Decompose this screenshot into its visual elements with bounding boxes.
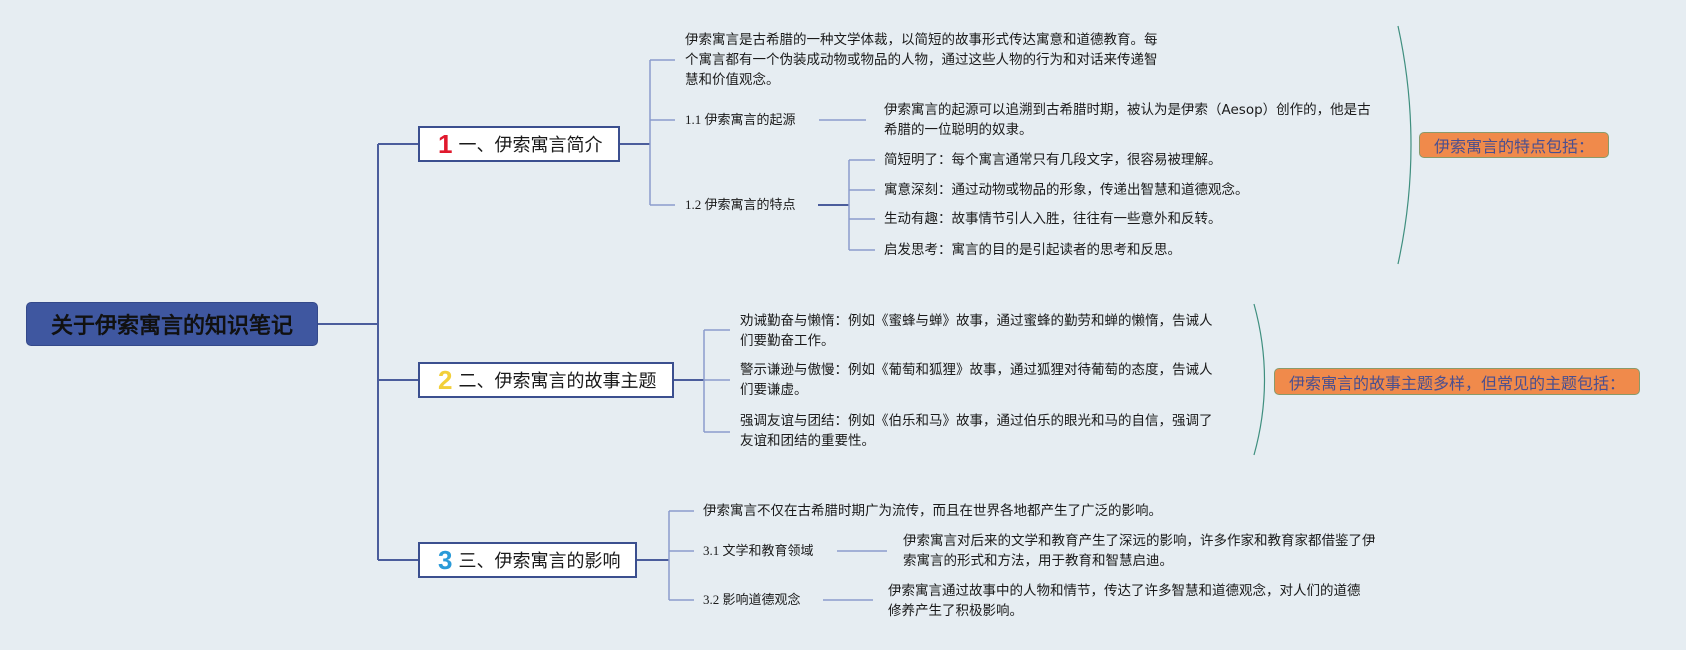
intro-line: 慧和价值观念。 bbox=[685, 72, 780, 88]
branch-3-title: 三、伊索寓言的影响 bbox=[458, 551, 621, 572]
intro-line: 个寓言都有一个伪装成动物或物品的人物，通过这些人物的行为和对话来传递智 bbox=[685, 52, 1158, 68]
subtopic-1-1-text[interactable]: 伊索寓言的起源可以追溯到古希腊时期，被认为是伊索（Aesop）创作的，他是古 希… bbox=[884, 100, 1371, 140]
text-line: 希腊的一位聪明的奴隶。 bbox=[884, 122, 1033, 138]
summary-brace-2 bbox=[1253, 303, 1266, 456]
subtopic-1-2[interactable]: 1.2 伊索寓言的特点 bbox=[685, 197, 796, 212]
feature-item[interactable]: 生动有趣：故事情节引人入胜，往往有一些意外和反转。 bbox=[884, 211, 1222, 227]
intro-line: 伊索寓言是古希腊的一种文学体裁，以简短的故事形式传达寓意和道德教育。每 bbox=[685, 32, 1158, 48]
feature-item[interactable]: 启发思考：寓言的目的是引起读者的思考和反思。 bbox=[884, 242, 1181, 258]
text-line: 伊索寓言对后来的文学和教育产生了深远的影响，许多作家和教育家都借鉴了伊 bbox=[903, 533, 1376, 549]
text-line: 强调友谊与团结：例如《伯乐和马》故事，通过伯乐的眼光和马的自信，强调了 bbox=[740, 413, 1213, 429]
subtopic-3-2-text[interactable]: 伊索寓言通过故事中的人物和情节，传达了许多智慧和道德观念，对人们的道德 修养产生… bbox=[888, 581, 1361, 621]
subtopic-1-1[interactable]: 1.1 伊索寓言的起源 bbox=[685, 112, 796, 127]
theme-item[interactable]: 劝诫勤奋与懒惰：例如《蜜蜂与蝉》故事，通过蜜蜂的勤劳和蝉的懒惰，告诫人 们要勤奋… bbox=[740, 311, 1213, 351]
theme-item[interactable]: 警示谦逊与傲慢：例如《葡萄和狐狸》故事，通过狐狸对待葡萄的态度，告诫人 们要谦虚… bbox=[740, 360, 1213, 400]
feature-item[interactable]: 简短明了：每个寓言通常只有几段文字，很容易被理解。 bbox=[884, 152, 1222, 168]
text-line: 劝诫勤奋与懒惰：例如《蜜蜂与蝉》故事，通过蜜蜂的勤劳和蝉的懒惰，告诫人 bbox=[740, 313, 1213, 329]
number-2-icon: 2 bbox=[438, 364, 453, 395]
text-line: 们要谦虚。 bbox=[740, 382, 808, 398]
number-1-icon: 1 bbox=[438, 128, 453, 159]
text-line: 们要勤奋工作。 bbox=[740, 333, 835, 349]
number-3-icon: 3 bbox=[438, 544, 453, 575]
text-line: 修养产生了积极影响。 bbox=[888, 603, 1023, 619]
branch-1-intro[interactable]: 伊索寓言是古希腊的一种文学体裁，以简短的故事形式传达寓意和道德教育。每 个寓言都… bbox=[685, 30, 1158, 90]
feature-item[interactable]: 寓意深刻：通过动物或物品的形象，传递出智慧和道德观念。 bbox=[884, 182, 1249, 198]
subtopic-3-1-text[interactable]: 伊索寓言对后来的文学和教育产生了深远的影响，许多作家和教育家都借鉴了伊 索寓言的… bbox=[903, 531, 1376, 571]
branch-1-title: 一、伊索寓言简介 bbox=[458, 135, 603, 156]
summary-2[interactable]: 伊索寓言的故事主题多样，但常见的主题包括： bbox=[1274, 368, 1640, 395]
text-line: 伊索寓言的起源可以追溯到古希腊时期，被认为是伊索（Aesop）创作的，他是古 bbox=[884, 102, 1371, 118]
branch-2-title: 二、伊索寓言的故事主题 bbox=[458, 371, 657, 392]
theme-item[interactable]: 强调友谊与团结：例如《伯乐和马》故事，通过伯乐的眼光和马的自信，强调了 友谊和团… bbox=[740, 411, 1213, 451]
branch-3-node[interactable]: 3 三、伊索寓言的影响 bbox=[418, 542, 637, 578]
summary-1[interactable]: 伊索寓言的特点包括： bbox=[1419, 132, 1609, 158]
subtopic-3-1[interactable]: 3.1 文学和教育领域 bbox=[703, 543, 814, 558]
text-line: 伊索寓言通过故事中的人物和情节，传达了许多智慧和道德观念，对人们的道德 bbox=[888, 583, 1361, 599]
branch-2-node[interactable]: 2 二、伊索寓言的故事主题 bbox=[418, 362, 674, 398]
subtopic-3-2[interactable]: 3.2 影响道德观念 bbox=[703, 592, 801, 607]
text-line: 友谊和团结的重要性。 bbox=[740, 433, 875, 449]
text-line: 警示谦逊与傲慢：例如《葡萄和狐狸》故事，通过狐狸对待葡萄的态度，告诫人 bbox=[740, 362, 1213, 378]
branch-1-node[interactable]: 1 一、伊索寓言简介 bbox=[418, 126, 620, 162]
branch-3-intro[interactable]: 伊索寓言不仅在古希腊时期广为流传，而且在世界各地都产生了广泛的影响。 bbox=[703, 503, 1162, 519]
text-line: 索寓言的形式和方法，用于教育和智慧启迪。 bbox=[903, 553, 1173, 569]
root-topic[interactable]: 关于伊索寓言的知识笔记 bbox=[26, 302, 318, 346]
summary-brace-1 bbox=[1397, 25, 1412, 265]
